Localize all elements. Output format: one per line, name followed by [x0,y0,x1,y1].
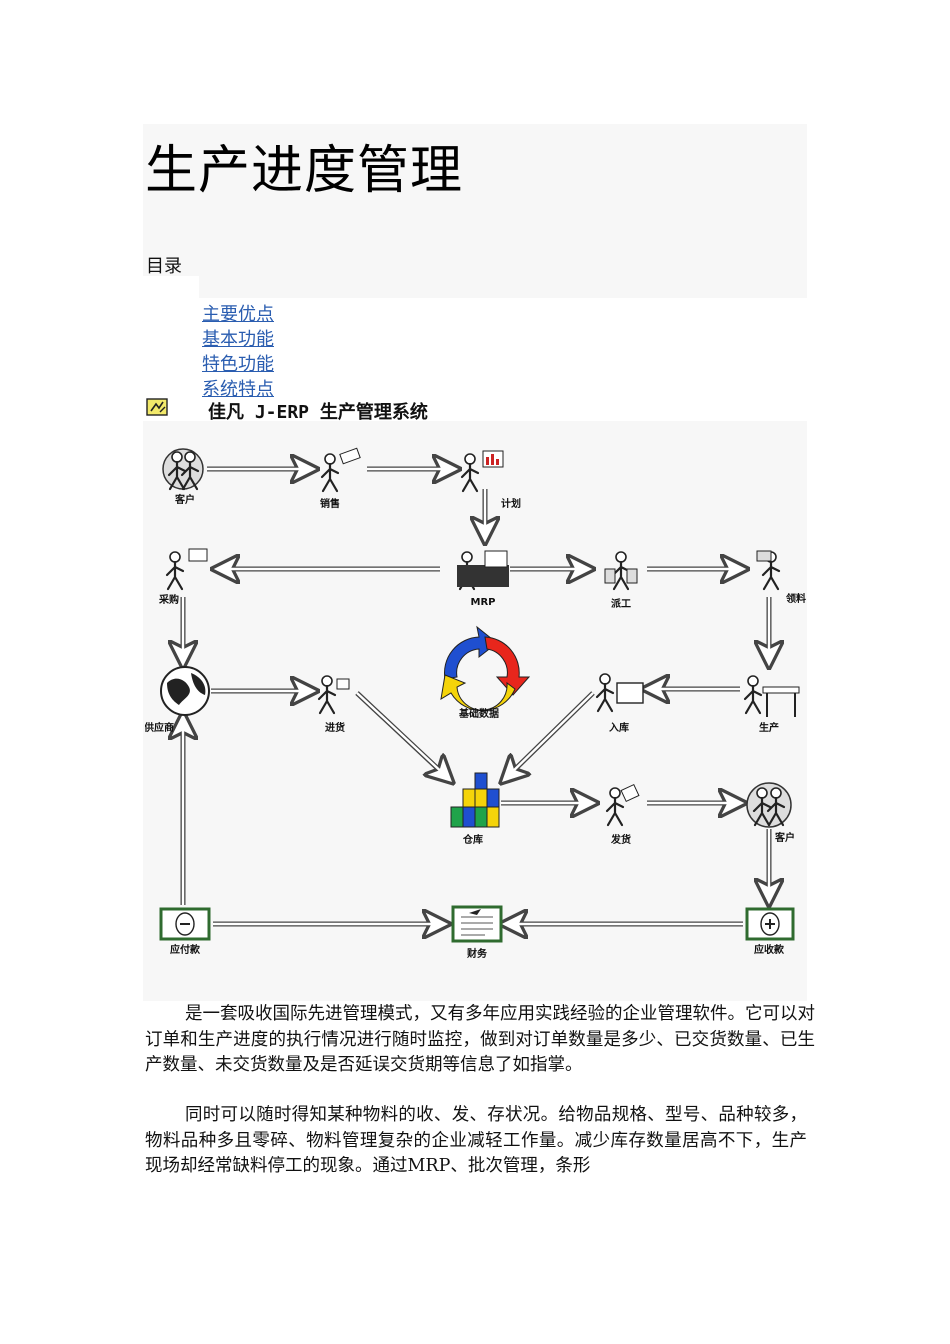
svg-text:销售: 销售 [320,497,340,510]
production-node: 生产 [743,674,800,734]
purchase-node: 采购 [158,548,208,606]
erp-flow-diagram: 客户 销售 计划 采购 MRP 派工 领料 供应 [145,447,806,960]
svg-text:基础数据: 基础数据 [458,707,499,720]
warehouse-node: 仓库 [450,772,500,846]
receiving-node: 进货 [317,674,350,734]
flow-arrows-inner [181,467,771,926]
svg-text:应付款: 应付款 [170,943,201,956]
payable-node: 应付款 [159,907,211,956]
svg-text:仓库: 仓库 [462,833,483,846]
receivable-node: 应收款 [745,907,795,956]
finance-node: 财务 [451,905,503,960]
page-title: 生产进度管理 [145,141,464,201]
svg-text:生产: 生产 [759,721,779,734]
sales-node: 销售 [320,447,361,510]
dispatch-node: 派工 [604,550,638,610]
plan-node: 计划 [460,450,521,510]
svg-text:供应商: 供应商 [145,721,174,734]
customer-node-right: 客户 [746,782,795,844]
svg-text:采购: 采购 [158,593,179,606]
stock-in-node: 入库 [595,672,644,734]
toc-link-basic-functions[interactable]: 基本功能 [202,329,274,350]
svg-text:财务: 财务 [466,947,488,960]
toc-link-system-features[interactable]: 系统特点 [202,379,274,400]
toc-band [199,276,807,298]
toc-link-advantages[interactable]: 主要优点 [202,304,274,325]
svg-text:客户: 客户 [774,831,795,844]
svg-text:入库: 入库 [609,721,629,734]
svg-text:派工: 派工 [611,598,631,610]
flow-arrows [183,469,769,924]
paragraph-intro: 是一套吸收国际先进管理模式，又有多年应用实践经验的企业管理软件。它可以对订单和生… [145,1004,815,1075]
svg-text:领料: 领料 [786,592,806,605]
shipping-node: 发货 [605,783,640,846]
svg-text:MRP: MRP [471,597,496,608]
customer-node-top: 客户 [162,448,204,506]
svg-text:计划: 计划 [501,497,521,510]
supplier-node: 供应商 [145,666,210,734]
base-data-cycle: 基础数据 [440,625,531,720]
title-band [143,124,807,276]
svg-text:应收款: 应收款 [754,943,785,956]
mrp-node: MRP [457,550,509,608]
toc-label: 目录 [146,256,182,277]
document-icon [146,398,168,416]
toc-link-special-functions[interactable]: 特色功能 [202,354,274,375]
svg-text:进货: 进货 [325,721,345,734]
svg-text:客户: 客户 [174,493,195,506]
system-title: 佳凡 J-ERP 生产管理系统 [208,402,428,423]
svg-text:发货: 发货 [610,833,631,846]
paragraph-materials: 同时可以随时得知某种物料的收、发、存状况。给物品规格、型号、品种较多，物料品种多… [145,1105,807,1176]
picking-node: 领料 [756,550,806,605]
